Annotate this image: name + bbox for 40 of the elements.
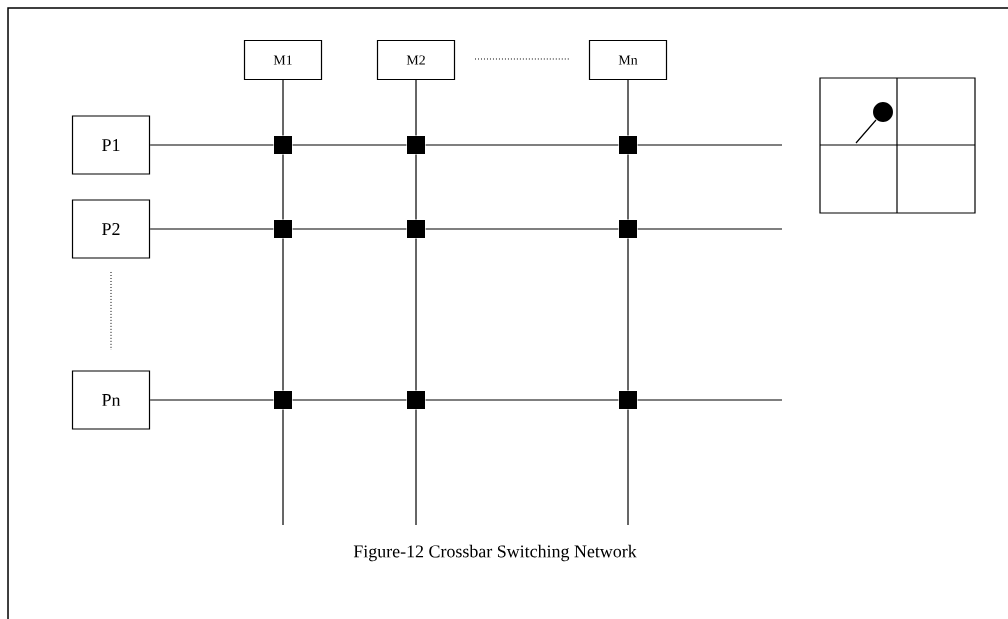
crosspoint-switch <box>407 220 425 238</box>
connection-line <box>415 154 417 220</box>
connection-line <box>282 154 284 220</box>
connection-line <box>415 238 417 391</box>
connection-line <box>637 399 783 401</box>
connection-line <box>627 154 629 220</box>
processor-box: P2 <box>71 199 151 259</box>
connection-line <box>627 79 629 136</box>
crosspoint-switch <box>274 136 292 154</box>
connection-line <box>425 144 619 146</box>
connection-line <box>637 144 783 146</box>
memory-box: M2 <box>376 39 456 81</box>
connection-line <box>149 144 274 146</box>
crosspoint-switch <box>274 391 292 409</box>
connection-line <box>415 409 417 526</box>
connection-line <box>149 399 274 401</box>
connection-line <box>292 399 407 401</box>
crosspoint-switch <box>619 136 637 154</box>
connection-line <box>282 79 284 136</box>
memory-box: Mn <box>588 39 668 81</box>
crosspoint-switch <box>619 220 637 238</box>
processor-box: P1 <box>71 115 151 175</box>
connection-line <box>292 228 407 230</box>
connection-line <box>282 409 284 526</box>
crosspoint-switch <box>407 391 425 409</box>
connection-line <box>149 228 274 230</box>
connection-line <box>282 238 284 391</box>
connection-line <box>425 228 619 230</box>
crosspoint-switch <box>274 220 292 238</box>
connection-line <box>637 228 783 230</box>
caption: Figure-12 Crossbar Switching Network <box>353 544 637 562</box>
connection-line <box>425 399 619 401</box>
processor-box: Pn <box>71 370 151 430</box>
connection-line <box>627 238 629 391</box>
crosspoint-switch <box>619 391 637 409</box>
connection-line <box>292 144 407 146</box>
connection-line <box>627 409 629 526</box>
crosspoint-switch <box>407 136 425 154</box>
connection-line <box>415 79 417 136</box>
memory-box: M1 <box>243 39 323 81</box>
